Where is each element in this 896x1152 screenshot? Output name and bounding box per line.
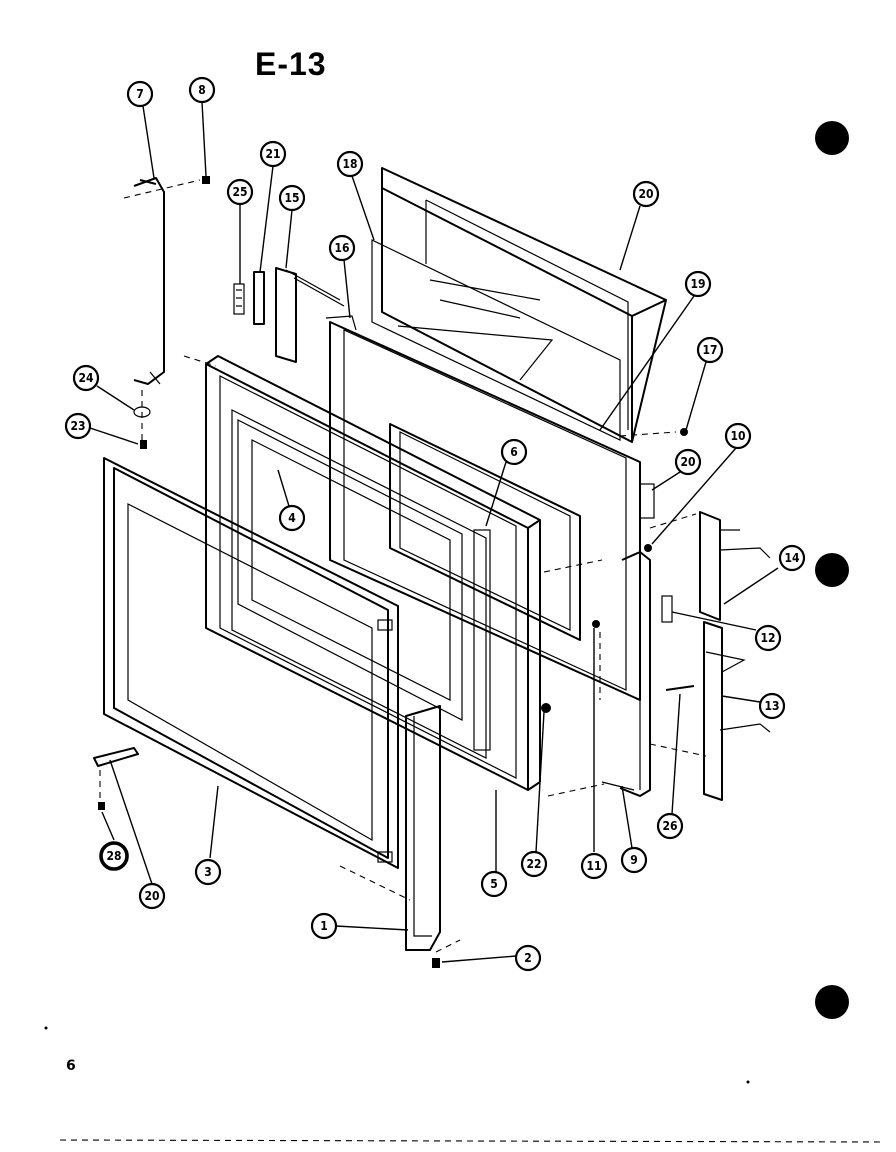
callout-21: 20	[632, 180, 660, 208]
callout-18: 18	[336, 150, 364, 178]
part-21-cover	[381, 167, 667, 443]
callout-28: 28	[99, 841, 129, 871]
part-24-screw	[140, 440, 147, 449]
svg-text:6: 6	[510, 445, 518, 459]
part-12-clip	[661, 595, 673, 623]
callout-9: 9	[620, 846, 648, 874]
part-18-screen	[371, 239, 621, 441]
svg-text:21: 21	[265, 147, 280, 161]
part-22-nut	[541, 703, 551, 713]
svg-text:26: 26	[662, 819, 677, 833]
callout-20-lower: 20	[138, 882, 166, 910]
part-13-hinge-lower	[703, 621, 771, 801]
part-3-door-panel	[103, 457, 399, 869]
svg-text:20: 20	[680, 455, 695, 469]
callout-22: 22	[520, 850, 548, 878]
callout-7: 7	[126, 80, 154, 108]
svg-text:3: 3	[204, 865, 212, 879]
part-26-clip	[233, 283, 245, 315]
svg-text:16: 16	[334, 241, 349, 255]
callout-19: 19	[684, 270, 712, 298]
callout-15: 15	[278, 184, 306, 212]
callout-11: 11	[580, 852, 608, 880]
svg-text:10: 10	[730, 429, 745, 443]
part-11-screw	[592, 620, 600, 628]
stray-mark	[44, 1026, 48, 1030]
callout-5: 5	[480, 870, 508, 898]
svg-text:22: 22	[526, 857, 541, 871]
callout-4: 4	[278, 504, 306, 532]
callout-23: 21	[259, 140, 287, 168]
svg-text:25: 25	[232, 185, 247, 199]
callout-12: 12	[754, 624, 782, 652]
part-2-screw	[432, 958, 440, 968]
callout-10: 10	[724, 422, 752, 450]
part-28-screw	[98, 802, 105, 810]
callout-13: 13	[758, 692, 786, 720]
part-20-clip	[93, 747, 139, 767]
callout-17: 17	[696, 336, 724, 364]
stray-mark	[746, 1080, 750, 1084]
callout-1: 1	[310, 912, 338, 940]
svg-text:18: 18	[342, 157, 357, 171]
callout-3: 3	[194, 858, 222, 886]
svg-text:28: 28	[106, 849, 121, 863]
binder-hole-top	[815, 121, 849, 155]
part-4-inner-frame	[237, 419, 463, 721]
svg-text:20: 20	[144, 889, 159, 903]
leader-lines	[89, 101, 779, 963]
svg-text:17: 17	[702, 343, 717, 357]
part-14-hinge-upper	[699, 511, 771, 621]
binder-hole-middle	[815, 553, 849, 587]
svg-text:8: 8	[198, 83, 206, 97]
part-9-hinge-plate	[601, 551, 651, 797]
part-16-gasket	[325, 315, 357, 331]
svg-text:2: 2	[524, 951, 532, 965]
callout-25: 24	[72, 364, 100, 392]
svg-text:1: 1	[320, 919, 328, 933]
svg-text:23: 23	[70, 419, 85, 433]
svg-text:9: 9	[630, 853, 638, 867]
svg-text:15: 15	[284, 191, 299, 205]
part-1-handle	[405, 705, 441, 951]
callout-2: 2	[514, 944, 542, 972]
bottom-edge-line	[59, 1139, 881, 1143]
callout-8: 8	[188, 76, 216, 104]
svg-text:12: 12	[760, 631, 775, 645]
callout-14: 14	[778, 544, 806, 572]
part-6-inner-panel	[389, 423, 581, 641]
part-8-screw	[202, 176, 210, 184]
page-number: 6	[66, 1058, 76, 1074]
svg-text:11: 11	[586, 859, 601, 873]
part-10-screw	[644, 544, 652, 552]
callout-24: 23	[64, 412, 92, 440]
part-15-bracket	[275, 267, 345, 363]
callouts: 7 8 21 18 25 15 20 16 19 17 24 23 10 6 2…	[64, 76, 806, 972]
callout-6: 6	[500, 438, 528, 466]
diagram-title: E-13	[255, 46, 327, 82]
svg-text:4: 4	[288, 511, 296, 525]
svg-text:14: 14	[784, 551, 800, 565]
callout-16: 16	[328, 234, 356, 262]
svg-text:5: 5	[490, 877, 498, 891]
svg-text:20: 20	[638, 187, 653, 201]
part-20-block	[639, 483, 655, 519]
svg-text:24: 24	[78, 371, 94, 385]
svg-text:13: 13	[764, 699, 779, 713]
callout-27: 26	[656, 812, 684, 840]
part-7-latch-rod	[133, 177, 165, 385]
svg-text:7: 7	[136, 87, 144, 101]
part-27-pin	[665, 685, 695, 691]
callout-26: 25	[226, 178, 254, 206]
binder-hole-bottom	[815, 985, 849, 1019]
part-23-strip	[253, 271, 265, 325]
callout-20-upper: 20	[674, 448, 702, 476]
svg-text:19: 19	[690, 277, 705, 291]
